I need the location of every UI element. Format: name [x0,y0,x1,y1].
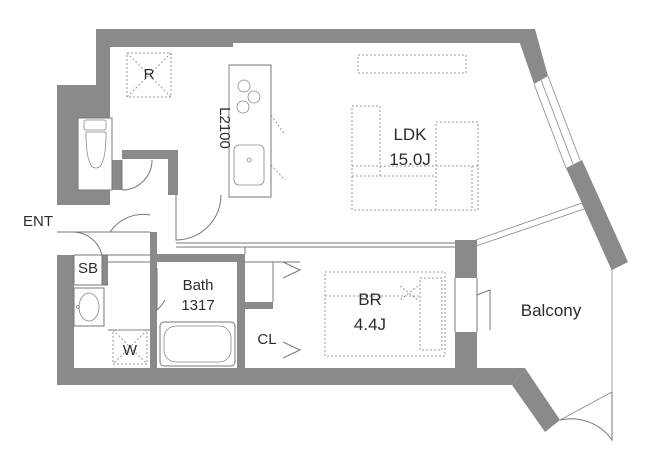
ldk-furniture [351,54,479,211]
windows [475,75,613,421]
bath-size: 1317 [181,297,214,314]
ldk-size: 15.0J [389,150,431,169]
bed [324,271,446,357]
bathtub [159,321,236,367]
entrance-label: ENT [23,213,53,230]
wash-basin [73,287,105,327]
fridge-label: R [144,66,155,83]
pillar [455,240,477,278]
balcony-label: Balcony [521,301,582,320]
ldk-label: LDK [393,125,427,144]
washer-label: W [123,342,138,359]
labels: LDK 15.0J BR 4.4J Bath 1317 CL Balcony E… [23,66,582,359]
kitchen-counter [228,64,286,198]
kitchen-length-label: L2100 [216,107,233,149]
refrigerator-space [126,52,172,98]
br-size: 4.4J [354,315,386,334]
interior-walls [102,150,273,368]
toilet [77,117,113,191]
door-swings [73,159,613,442]
exterior-walls [57,29,628,432]
closet-label: CL [257,331,276,348]
partitions [57,231,478,332]
washer-space [112,329,148,365]
br-label: BR [358,290,382,309]
pillar-lower [455,332,477,368]
shoe-box-label: SB [78,260,98,277]
bath-label: Bath [183,277,214,294]
